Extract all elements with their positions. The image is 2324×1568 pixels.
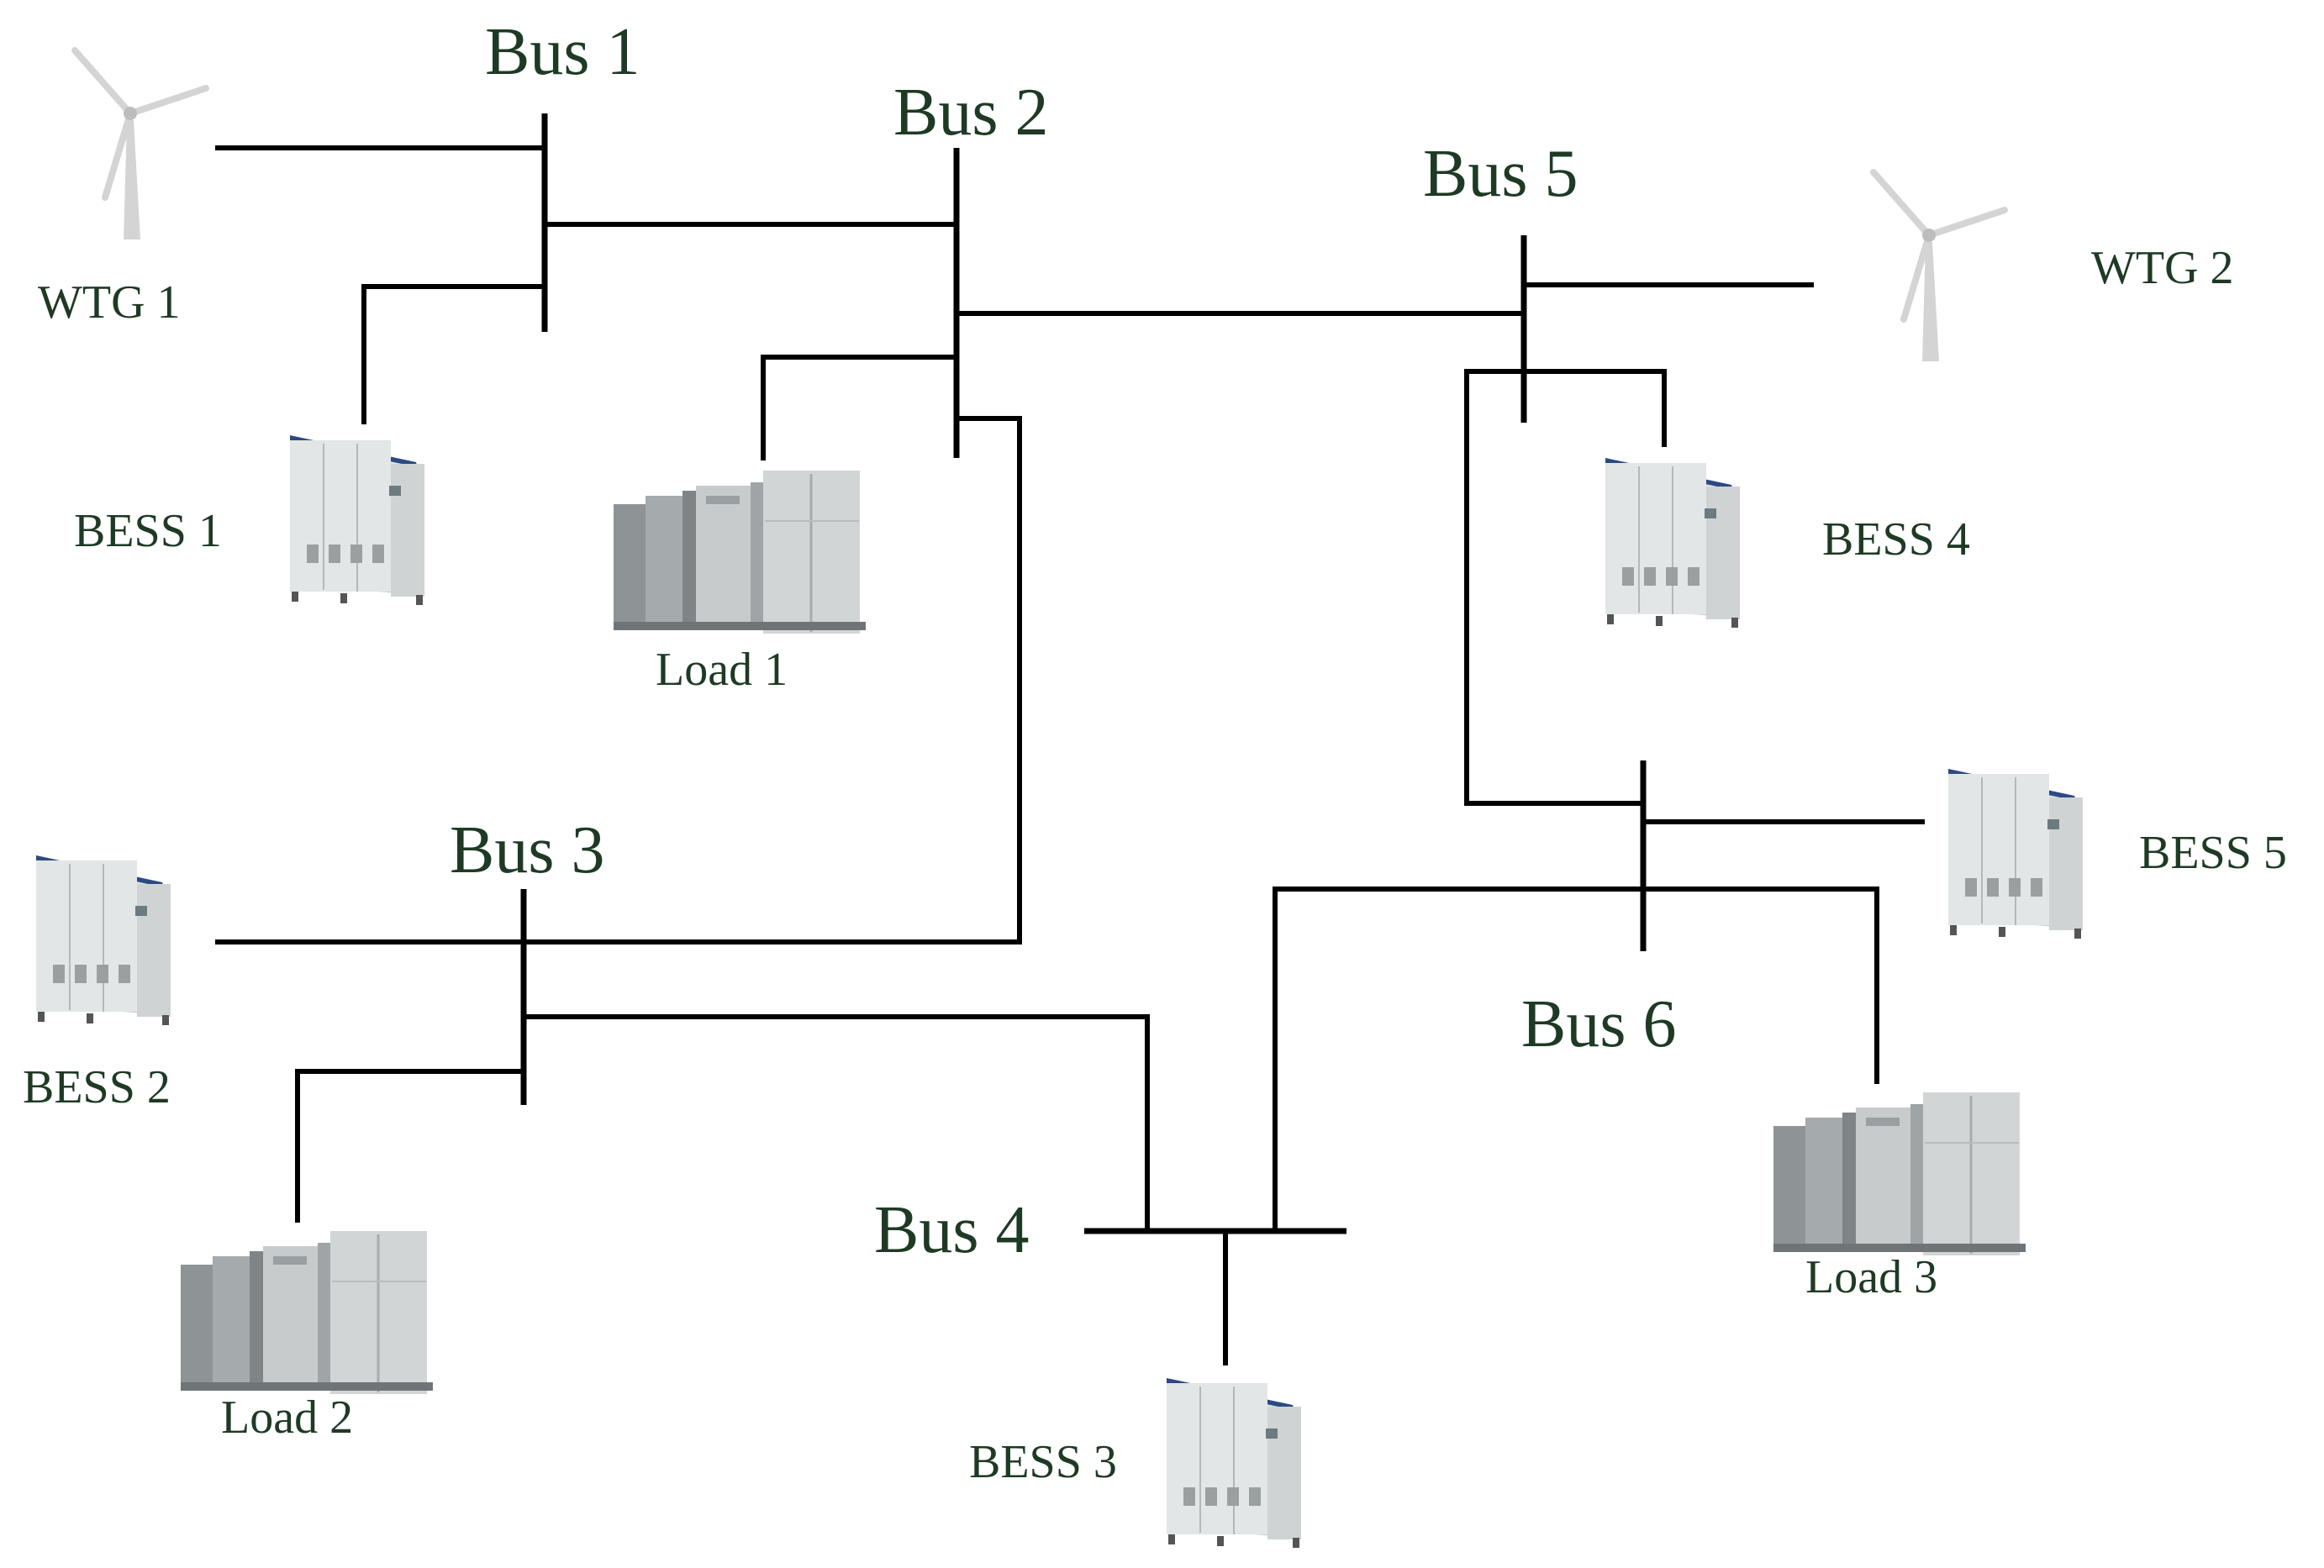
- load-1-label: Load 1: [656, 644, 788, 696]
- bus-3-label: Bus 3: [450, 813, 605, 887]
- bess-2-battery-cabinet-icon: [35, 855, 171, 1026]
- load-2-load-cabinet-icon: [179, 1229, 435, 1396]
- load-3-load-cabinet-icon: [1772, 1091, 2027, 1257]
- load-1-load-cabinet-icon: [612, 469, 867, 635]
- bess-4-battery-cabinet-icon: [1605, 457, 1741, 629]
- bess-2-label: BESS 2: [23, 1061, 171, 1113]
- bus-6-label: Bus 6: [1521, 987, 1677, 1061]
- bus-1-label: Bus 1: [485, 15, 640, 89]
- load-3-label: Load 3: [1805, 1251, 1937, 1303]
- wtg-2-label: WTG 2: [2091, 242, 2234, 294]
- wtg-1-label: WTG 1: [38, 276, 181, 329]
- wtg-2-wind-turbine-icon: [1873, 172, 2005, 361]
- bess-1-battery-cabinet-icon: [289, 434, 425, 606]
- bess-3-battery-cabinet-icon: [1166, 1377, 1302, 1549]
- bess-5-battery-cabinet-icon: [1947, 768, 2084, 939]
- bess-4-label: BESS 4: [1822, 513, 1970, 566]
- bus-4-label: Bus 4: [874, 1193, 1030, 1267]
- wtg-1-wind-turbine-icon: [75, 50, 206, 239]
- bus-2-label: Bus 2: [893, 76, 1049, 150]
- bess-5-label: BESS 5: [2139, 827, 2287, 879]
- feeder-lines: [215, 145, 1925, 1365]
- bess-3-label: BESS 3: [969, 1436, 1117, 1488]
- bus-5-label: Bus 5: [1423, 137, 1578, 211]
- load-2-label: Load 2: [221, 1392, 353, 1444]
- bess-1-label: BESS 1: [74, 505, 222, 557]
